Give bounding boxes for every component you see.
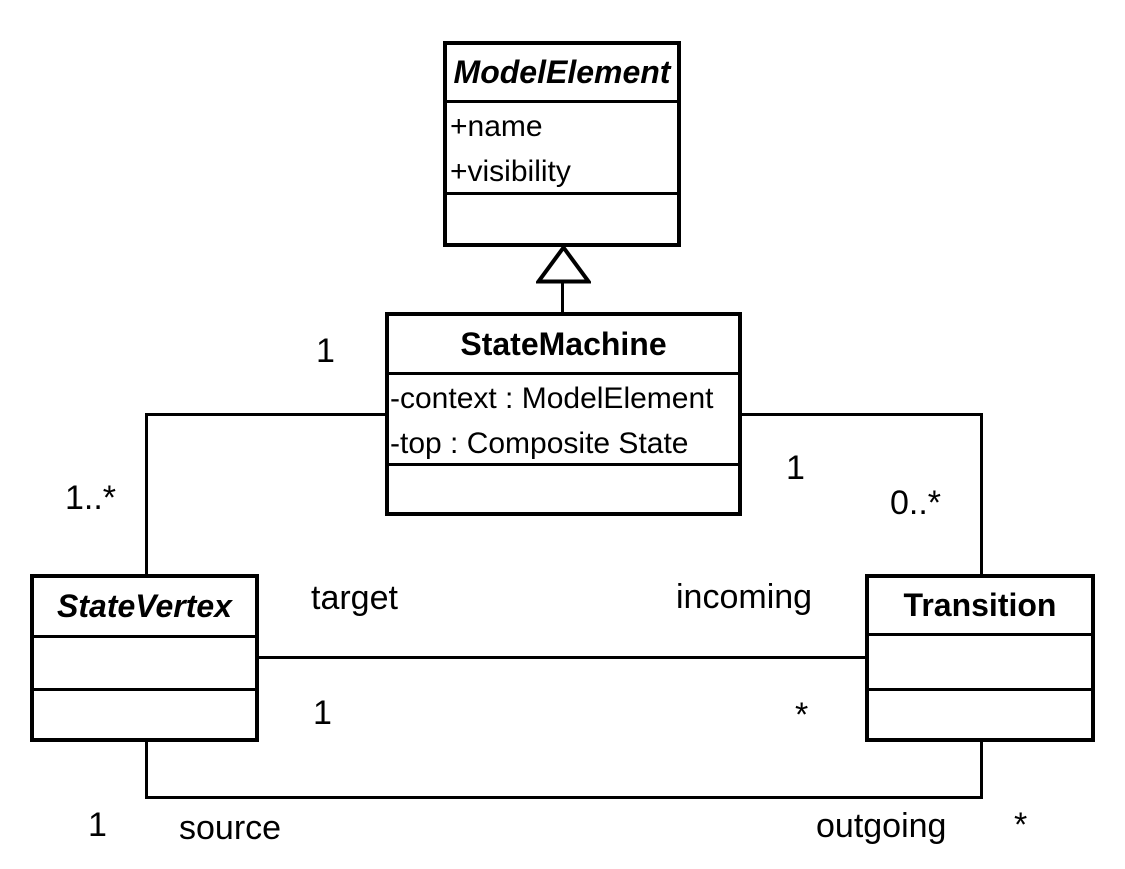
multiplicity-label-statemachine: 1 (316, 332, 335, 370)
class-title-statemachine: StateMachine (460, 325, 667, 362)
operations-compartment-statemachine (389, 463, 738, 512)
role-label-target: target (311, 579, 398, 617)
attributes-compartment-modelelement: +name +visibility (447, 100, 677, 192)
association-source-outgoing-line (145, 742, 148, 799)
role-label-outgoing: outgoing (816, 807, 947, 845)
class-attribute: -top : Composite State (390, 427, 689, 460)
multiplicity-label-statevertex: 1..* (65, 479, 117, 517)
operations-compartment-statevertex (34, 688, 255, 738)
association-source-outgoing-line (145, 796, 983, 799)
multiplicity-label-source: 1 (88, 806, 107, 844)
class-modelelement: ModelElement +name +visibility (443, 41, 681, 247)
class-statemachine: StateMachine -context : ModelElement -to… (385, 312, 742, 516)
role-label-incoming: incoming (676, 578, 813, 616)
association-statemachine-transition-line (742, 413, 982, 416)
class-transition: Transition (865, 574, 1095, 742)
role-label-source: source (179, 809, 282, 847)
class-attribute: +name (450, 110, 543, 143)
class-attribute: +visibility (450, 155, 571, 188)
multiplicity-label-target: 1 (313, 694, 332, 732)
operations-compartment-transition (869, 688, 1091, 738)
attributes-compartment-statevertex (34, 635, 255, 688)
multiplicity-label-incoming: * (795, 696, 809, 734)
multiplicity-label-statemachine: 1 (786, 449, 805, 487)
association-target-incoming-line (259, 656, 865, 659)
generalization-arrowhead-icon (536, 245, 591, 284)
generalization-line (561, 281, 564, 313)
operations-compartment-modelelement (447, 192, 677, 243)
association-statemachine-transition-line (980, 413, 983, 574)
multiplicity-label-outgoing: * (1014, 806, 1028, 844)
multiplicity-label-transition: 0..* (890, 484, 942, 522)
attributes-compartment-transition (869, 633, 1091, 688)
association-source-outgoing-line (980, 742, 983, 799)
association-statemachine-statevertex-line (145, 413, 385, 416)
class-statevertex: StateVertex (30, 574, 259, 742)
class-title-statevertex: StateVertex (57, 588, 232, 624)
class-title-transition: Transition (903, 587, 1057, 623)
attributes-compartment-statemachine: -context : ModelElement -top : Composite… (389, 372, 738, 463)
class-title-modelelement: ModelElement (453, 54, 671, 90)
association-statemachine-statevertex-line (145, 413, 148, 574)
class-attribute: -context : ModelElement (390, 382, 714, 415)
